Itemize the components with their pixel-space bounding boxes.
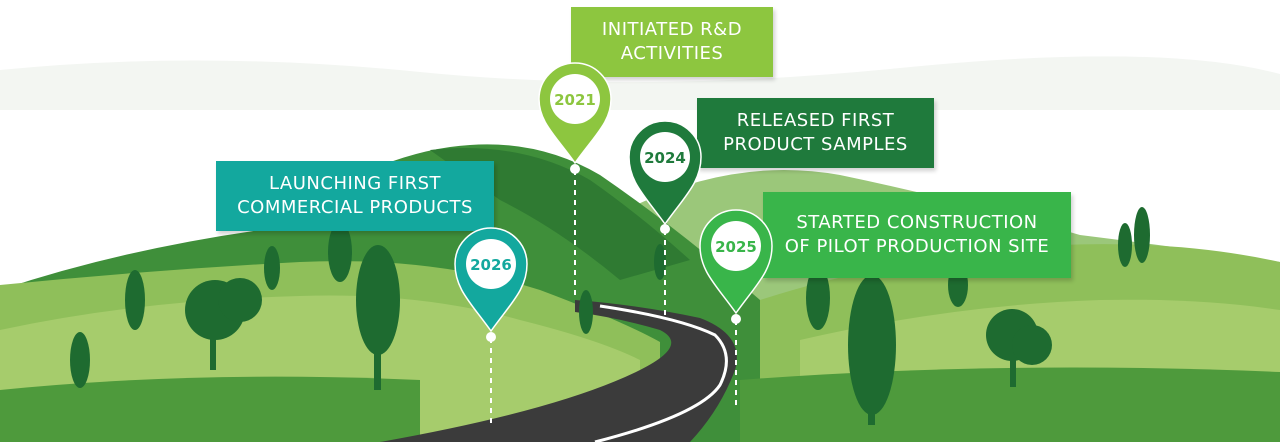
tree — [1012, 325, 1052, 365]
callout-2025-line2: OF PILOT PRODUCTION SITE — [784, 236, 1050, 257]
callout-2025: STARTED CONSTRUCTION OF PILOT PRODUCTION… — [763, 192, 1071, 278]
tree — [70, 332, 90, 388]
callout-2026-line1: LAUNCHING FIRST — [268, 173, 442, 194]
tree — [806, 266, 830, 330]
tree — [125, 270, 145, 330]
trees — [70, 207, 1150, 425]
tree-trunk — [210, 330, 216, 370]
road-center-line — [594, 304, 728, 442]
anchor-dot-2021 — [570, 164, 580, 174]
callout-2021-line2: ACTIVITIES — [620, 43, 724, 64]
tree — [1118, 223, 1132, 267]
callout-2021-line1: INITIATED R&D — [601, 19, 743, 40]
hill-shadow — [430, 148, 690, 280]
tree-trunk — [1010, 355, 1016, 387]
tree — [264, 246, 280, 290]
callout-2025-line1: STARTED CONSTRUCTION — [796, 212, 1038, 233]
tree-trunk — [374, 340, 381, 390]
tree — [328, 222, 352, 282]
road — [380, 300, 737, 442]
tree — [848, 275, 896, 415]
tree — [218, 278, 262, 322]
callout-2026: LAUNCHING FIRST COMMERCIAL PRODUCTS — [216, 161, 494, 231]
callout-2026-line2: COMMERCIAL PRODUCTS — [237, 197, 473, 218]
tree-trunk — [868, 390, 875, 425]
callout-2024-line1: RELEASED FIRST — [736, 110, 895, 131]
pin-anchor-dots — [486, 164, 741, 342]
callout-2024-line2: PRODUCT SAMPLES — [723, 134, 908, 155]
anchor-dot-2026 — [486, 332, 496, 342]
tree — [1134, 207, 1150, 263]
tree — [654, 244, 666, 280]
callout-2021: INITIATED R&D ACTIVITIES — [571, 7, 773, 77]
tree — [579, 290, 593, 334]
distant-haze — [0, 56, 1280, 110]
tree — [356, 245, 400, 355]
anchor-dot-2024 — [660, 224, 670, 234]
anchor-dot-2025 — [731, 314, 741, 324]
leader-lines — [490, 170, 737, 425]
callout-2024: RELEASED FIRST PRODUCT SAMPLES — [697, 98, 934, 168]
foreground-left — [0, 376, 420, 442]
